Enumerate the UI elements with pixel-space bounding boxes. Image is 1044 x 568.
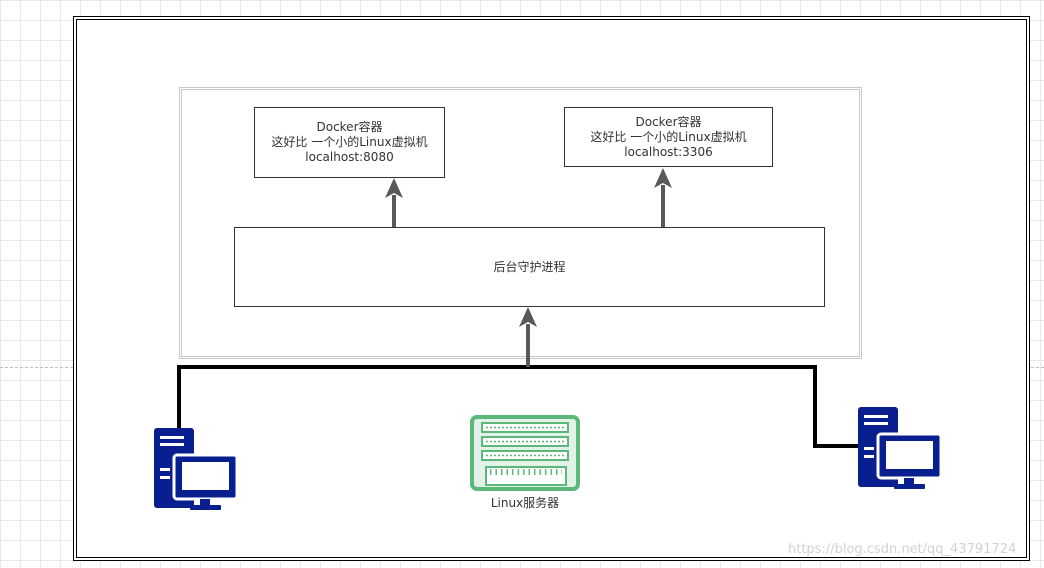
docker-container-8080[interactable]: Docker容器 这好比 一个小的Linux虚拟机 localhost:8080 <box>254 107 445 178</box>
watermark: https://blog.csdn.net/qq_43791724 <box>788 542 1017 557</box>
docker-container-3306[interactable]: Docker容器 这好比 一个小的Linux虚拟机 localhost:3306 <box>564 107 773 167</box>
network-line <box>177 365 860 448</box>
container-title: Docker容器 <box>316 120 383 134</box>
daemon-label: 后台守护进程 <box>493 259 566 274</box>
docker-daemon-box[interactable]: 后台守护进程 <box>234 227 825 307</box>
arrow-daemon-to-container-3306 <box>654 168 672 227</box>
arrow-daemon-to-container-8080 <box>385 178 403 227</box>
server-rack-icon[interactable] <box>470 415 580 491</box>
desktop-computer-icon[interactable] <box>154 428 239 510</box>
container-title: Docker容器 <box>635 114 702 129</box>
container-address: localhost:8080 <box>305 150 394 164</box>
arrow-network-to-daemon <box>519 307 537 367</box>
container-description: 这好比 一个小的Linux虚拟机 <box>271 135 428 149</box>
server-label: Linux服务器 <box>490 496 560 510</box>
container-description: 这好比 一个小的Linux虚拟机 <box>590 129 747 144</box>
desktop-computer-icon[interactable] <box>858 407 943 489</box>
container-address: localhost:3306 <box>624 144 713 159</box>
